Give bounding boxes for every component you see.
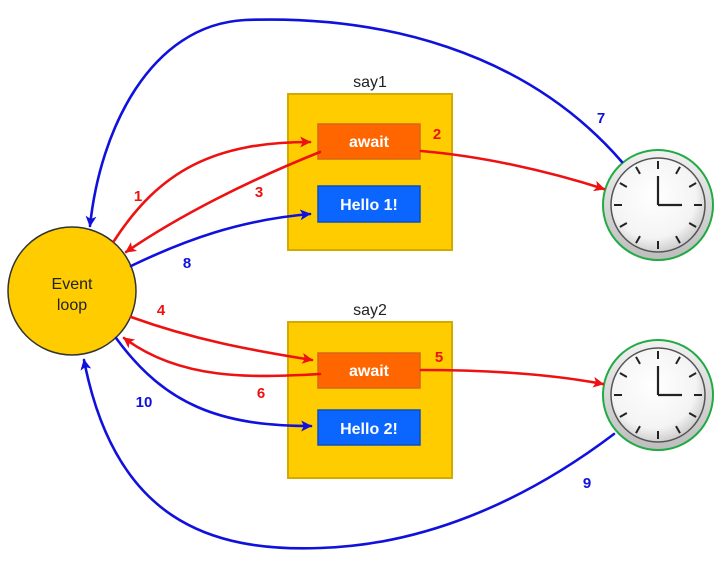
arrow-step-8 (129, 209, 312, 268)
clock-tick (635, 356, 641, 365)
event-loop-circle (7, 226, 137, 356)
clock-tick (619, 222, 628, 228)
hello-label: Hello 2! (340, 421, 398, 438)
await-label: await (349, 363, 390, 380)
step-label-4: 4 (157, 302, 166, 319)
clock-tick (619, 182, 628, 188)
arrow-step-4 (129, 315, 314, 364)
arrow-step-9 (80, 358, 616, 550)
arrow-step-2 (419, 149, 606, 192)
await-block (317, 123, 421, 160)
step-label-7: 7 (597, 110, 605, 127)
arrow-step-10 (114, 336, 313, 432)
event-loop-label-line1: Event (52, 276, 93, 293)
hello-block (317, 185, 421, 223)
task-say1: say1 await Hello 1! (287, 74, 453, 251)
step-label-6: 6 (257, 385, 265, 402)
step-label-3: 3 (255, 184, 263, 201)
event-loop: Event loop (7, 226, 137, 356)
clock-tick (675, 425, 681, 434)
await-label: await (349, 134, 390, 151)
arrow-step-6 (122, 336, 322, 378)
step-label-9: 9 (583, 475, 591, 492)
clock-tick (619, 412, 628, 418)
step-label-10: 10 (136, 394, 153, 411)
arrow-step-7 (85, 18, 624, 228)
arrow-step-3 (124, 150, 322, 254)
clock-tick (688, 182, 697, 188)
task-box (287, 93, 453, 251)
arrow-step-1 (112, 136, 312, 243)
clock-tick (675, 235, 681, 244)
await-block (317, 352, 421, 389)
clock-icon (602, 339, 714, 451)
arrow-step-5 (419, 368, 605, 388)
task-title: say1 (353, 74, 387, 91)
step-label-2: 2 (433, 126, 441, 143)
clock-tick (619, 372, 628, 378)
clock-tick (688, 222, 697, 228)
task-say2: say2 await Hello 2! (287, 302, 453, 479)
clock-tick (635, 235, 641, 244)
task-box (287, 321, 453, 479)
clock-tick (635, 166, 641, 175)
clock-tick (675, 356, 681, 365)
step-label-8: 8 (183, 255, 191, 272)
clock-tick (635, 425, 641, 434)
task-title: say2 (353, 302, 387, 319)
step-label-5: 5 (435, 349, 443, 366)
clock-icon (602, 149, 714, 261)
hello-block (317, 409, 421, 446)
clock-tick (688, 372, 697, 378)
event-loop-label-line2: loop (57, 297, 87, 314)
clock-tick (688, 412, 697, 418)
step-label-1: 1 (134, 188, 142, 205)
hello-label: Hello 1! (340, 197, 398, 214)
clock-tick (675, 166, 681, 175)
